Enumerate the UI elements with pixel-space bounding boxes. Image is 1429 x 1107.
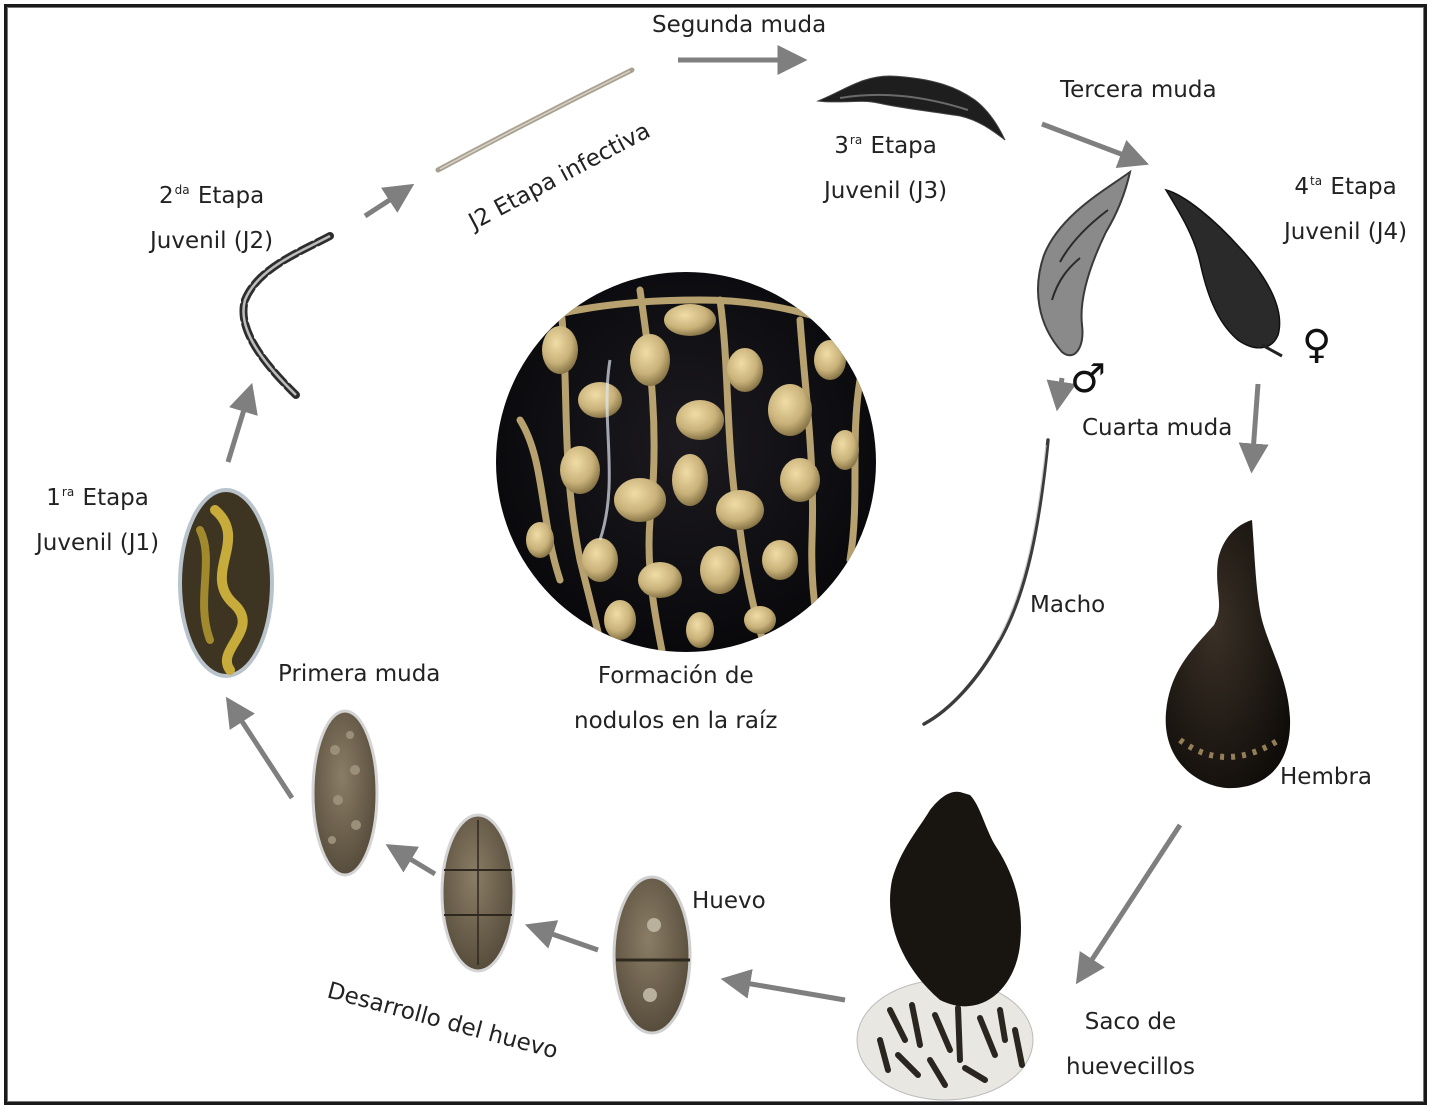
label-stage2: 2da Etapa Juvenil (J2) [150,174,273,264]
egg-huevo [614,877,690,1033]
stage1-line2: Juvenil (J1) [36,521,159,566]
egg-developing [442,815,514,971]
arrow-female [1252,384,1258,466]
root-line1: Formación de [574,654,777,699]
label-saco: Saco de huevecillos [1066,1000,1195,1090]
arrow-tercera-muda [1042,124,1142,162]
stage3-line1: 3ra Etapa [824,124,947,169]
label-hembra: Hembra [1280,755,1372,800]
stage3-line2: Juvenil (J3) [824,169,947,214]
stage2-line1: 2da Etapa [150,174,273,219]
female-symbol: ♀ [1302,322,1331,368]
arrow-primera-to-j1 [230,703,292,798]
j4-male-nematode [1038,172,1130,355]
arrow-j1-to-j2 [228,390,250,462]
label-segunda-muda: Segunda muda [652,3,826,48]
saco-line1: Saco de [1066,1000,1195,1045]
label-huevo: Huevo [692,879,766,924]
label-tercera-muda: Tercera muda [1060,68,1217,113]
label-root-formation: Formación de nodulos en la raíz [574,654,777,744]
egg-sac-female [890,792,1021,1007]
root-nodules-photo [496,272,880,690]
arrow-hembra-to-saco [1080,825,1180,978]
stage2-line2: Juvenil (J2) [150,219,273,264]
stage4-line1: 4ta Etapa [1284,165,1407,210]
label-cuarta-muda: Cuarta muda [1082,406,1232,451]
arrow-saco-to-huevo [728,980,845,1000]
root-line2: nodulos en la raíz [574,699,777,744]
arrow-huevo-to-desarrollo [532,927,598,950]
j4-female-tail [1262,345,1282,356]
male-symbol: ♂ [1070,356,1106,402]
stage1-line1: 1ra Etapa [36,476,159,521]
arrow-desarrollo-to-primera [392,848,435,874]
label-stage1: 1ra Etapa Juvenil (J1) [36,476,159,566]
label-stage4: 4ta Etapa Juvenil (J4) [1284,165,1407,255]
label-primera-muda: Primera muda [278,652,440,697]
j4-female-nematode [1166,190,1280,348]
label-j2-infectiva: J2 Etapa infectiva [463,118,655,236]
stage4-line2: Juvenil (J4) [1284,210,1407,255]
egg-j1 [180,490,272,676]
macho-nematode [924,440,1048,724]
arrow-male [1058,378,1062,404]
label-desarrollo: Desarrollo del huevo [324,978,560,1065]
saco-line2: huevecillos [1066,1045,1195,1090]
hembra-body [1166,520,1290,788]
label-macho: Macho [1030,583,1105,628]
arrow-j2-to-infective [365,188,408,216]
egg-primera-muda [313,711,377,875]
label-stage3: 3ra Etapa Juvenil (J3) [824,124,947,214]
egg-sac [857,792,1033,1100]
